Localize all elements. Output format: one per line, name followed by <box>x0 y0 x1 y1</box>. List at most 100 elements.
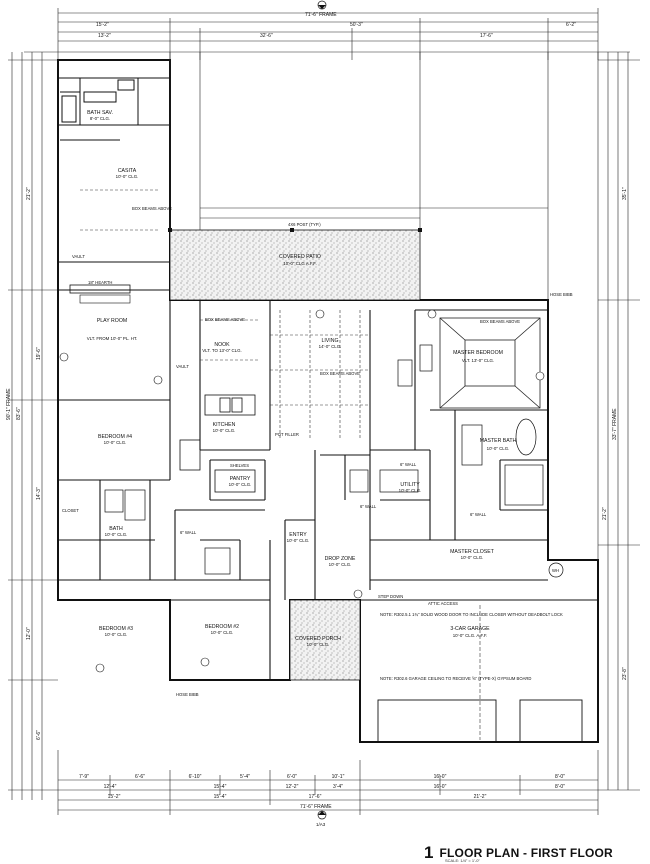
note-box-beams-casita: BOX BEAMS ABOVE <box>132 206 172 211</box>
room-label-master-bedroom: MASTER BEDROOM <box>453 350 503 356</box>
left-dim-frame: 90'-1" FRAME <box>6 388 12 420</box>
svg-text:12'-4": 12'-4" <box>104 784 117 790</box>
room-ceiling-covered-patio: 10'-0" CLG A.F.F. <box>283 261 316 266</box>
right-dim-1: 35'-1" <box>622 187 628 200</box>
plan-notes: NOTE: R302.5.1 1¾" SOLID WOOD DOOR TO IN… <box>62 206 573 697</box>
room-label-kitchen: KITCHEN <box>213 422 236 428</box>
bottom-dim-row3: 15'-2" 15'-4" 17'-6" 21'-2" <box>108 794 487 800</box>
room-label-bedroom-2: BEDROOM #2 <box>205 624 239 630</box>
room-ceiling-entry: 10'-0" CLG. <box>287 538 310 543</box>
room-ceiling-master-bedroom: VLT. 13'-0" CLG. <box>462 358 494 363</box>
note-vault-1: VAULT <box>72 254 85 259</box>
covered-porch-area <box>289 599 361 681</box>
room-label-living: LIVING <box>321 338 338 344</box>
svg-text:8'-0": 8'-0" <box>555 774 565 780</box>
left-dim-2: 21'-2" <box>26 187 32 200</box>
note-box-beams-master: BOX BEAMS ABOVE <box>480 319 520 324</box>
room-label-utility: UTILITY <box>400 482 420 488</box>
covered-patio-area <box>169 229 421 301</box>
svg-text:17'-6": 17'-6" <box>309 794 322 800</box>
room-label-covered-patio: COVERED PATIO <box>279 254 321 260</box>
top-dim-5: 32'-6" <box>260 33 273 39</box>
drawing-title: FLOOR PLAN - FIRST FLOOR <box>439 846 613 860</box>
casita-wing-walls <box>58 77 170 304</box>
room-ceiling-covered-porch: 10'-0" CLG. <box>307 642 330 647</box>
room-label-nook: NOOK <box>214 342 230 348</box>
svg-text:8'-0": 8'-0" <box>555 784 565 790</box>
note-box-beams-nook: BOX BEAMS ABOVE <box>205 317 245 322</box>
right-dim-frame: 33'-7" FRAME <box>612 408 618 440</box>
room-label-casita: CASITA <box>118 168 137 174</box>
top-dim-1: 15'-2" <box>96 22 109 28</box>
note-post: 4X6 POST (TYP.) <box>288 222 321 227</box>
room-label-bath-2: BATH <box>109 526 123 532</box>
room-label-drop-zone: DROP ZONE <box>325 556 356 562</box>
bath-fixtures <box>104 344 564 578</box>
left-dim-6: 6'-6" <box>36 730 42 740</box>
room-ceiling-casita: 10'-0" CLG. <box>116 174 139 179</box>
note-pot-filler: POT FILLER <box>275 432 299 437</box>
svg-text:12'-2": 12'-2" <box>286 784 299 790</box>
room-tags <box>59 309 545 673</box>
sheet-ref-bottom-label: 1/A3 <box>316 822 326 827</box>
svg-text:15'-4": 15'-4" <box>214 784 227 790</box>
svg-text:15'-4": 15'-4" <box>214 794 227 800</box>
left-dim-4: 14'-3" <box>36 487 42 500</box>
note-garage-door: NOTE: R302.5.1 1¾" SOLID WOOD DOOR TO IN… <box>380 612 563 617</box>
note-closet: CLOSET <box>62 508 79 513</box>
top-dim-3: 6'-2" <box>566 22 576 28</box>
note-garage-ceiling: NOTE: R302.6 GARAGE CEILING TO RECEIVE ⅝… <box>380 676 531 681</box>
note-wh: WH <box>552 568 559 573</box>
right-dim-3: 21'-2" <box>602 507 608 520</box>
room-label-bath-sav: BATH SAV. <box>87 110 113 116</box>
kitchen-fixtures <box>179 394 256 493</box>
svg-text:10'-1": 10'-1" <box>332 774 345 780</box>
garage-doors <box>377 699 583 743</box>
side-dimension-strings <box>8 52 640 800</box>
note-vault-2: VAULT <box>176 364 189 369</box>
svg-text:6'-6": 6'-6" <box>135 774 145 780</box>
room-ceiling-nook: VLT. TO 13'-0" CLG. <box>202 348 242 353</box>
room-ceiling-utility: 10'-0" CLG. <box>399 488 422 493</box>
right-dim-2: 23'-8" <box>622 667 628 680</box>
room-labels: BATH SAV. 8'-0" CLG. CASITA 10'-0" CLG. … <box>87 110 517 647</box>
svg-text:6'-0": 6'-0" <box>287 774 297 780</box>
note-wall-2: 6" WALL <box>470 512 487 517</box>
interior-walls <box>58 124 598 680</box>
frame-dim-bottom: 71'-6" FRAME <box>300 804 332 810</box>
room-label-bedroom-4: BEDROOM #4 <box>98 434 132 440</box>
room-ceiling-bedroom-2: 10'-0" CLG. <box>211 630 234 635</box>
room-ceiling-master-bath: 10'-0" CLG. <box>487 446 510 451</box>
svg-text:16'-0": 16'-0" <box>434 774 447 780</box>
room-label-covered-porch: COVERED PORCH <box>295 636 341 642</box>
room-ceiling-bath-sav: 8'-0" CLG. <box>90 116 110 121</box>
note-wall-4: 6" WALL <box>180 530 197 535</box>
room-label-play-room: PLAY ROOM <box>97 318 127 324</box>
room-ceiling-living: 14'-0" CLG. <box>319 344 342 349</box>
sheet-ref-top <box>317 0 327 10</box>
note-wall-1: 6" WALL <box>400 462 417 467</box>
note-hose-bibb-1: HOSE BIBB <box>550 292 573 297</box>
sheet-ref-bottom <box>317 810 327 820</box>
note-step-down: STEP DOWN <box>378 594 403 599</box>
room-ceiling-kitchen: 10'-0" CLG. <box>213 428 236 433</box>
note-wall-3: 6" WALL <box>360 504 377 509</box>
room-ceiling-bath-2: 10'-0" CLG. <box>105 532 128 537</box>
note-hearth: 18" HEARTH <box>88 280 112 285</box>
note-box-beams-living: BOX BEAMS ABOVE <box>320 371 360 376</box>
drawing-title-number: 1 <box>424 843 434 862</box>
room-label-bedroom-3: BEDROOM #3 <box>99 626 133 632</box>
svg-text:16'-0": 16'-0" <box>434 784 447 790</box>
master-ceiling-outline <box>439 317 541 409</box>
left-dim-3: 19'-6" <box>36 347 42 360</box>
svg-text:3'-4": 3'-4" <box>333 784 343 790</box>
living-beams <box>80 189 370 440</box>
top-dim-2: 50'-3" <box>350 22 363 28</box>
frame-dim-top: 71'-6" FRAME <box>305 12 337 18</box>
top-dimension-strings <box>24 8 630 60</box>
room-label-garage: 3-CAR GARAGE <box>450 626 490 632</box>
bottom-dimension-strings <box>57 750 599 815</box>
bottom-dim-row2: 12'-4" 15'-4" 12'-2" 3'-4" 16'-0" 8'-0" <box>104 784 566 790</box>
drawing-title-block: 1 FLOOR PLAN - FIRST FLOOR <box>424 842 613 864</box>
top-dim-6: 17'-6" <box>480 33 493 39</box>
